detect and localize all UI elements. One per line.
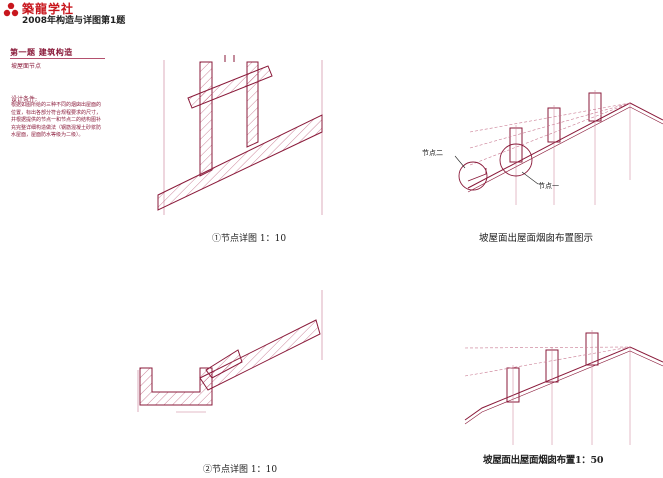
design-conditions-label: 设计条件: [11,96,38,103]
node-1-label: 节点一 [538,182,559,190]
detail-1-caption: ①节点详图 1：10 [212,234,287,244]
section-subtitle: 坡屋面节点 [11,63,42,70]
chimney-layout-drawing [454,90,663,205]
design-conditions-text: 根据如图所给的三种不同的烟囱出屋面的位置，标出各部分符合规程要求的尺寸，并根据提… [11,102,102,139]
layout-caption: 坡屋面出屋面烟囱布置图示 [479,233,594,244]
logo-icon [3,2,19,18]
detail-1-drawing [157,55,323,215]
chimney-section-drawing [464,330,663,445]
section-caption: 坡屋面出屋面烟囱布置1：50 [483,455,604,466]
node-2-label: 节点二 [422,149,443,157]
section-title: 第一题 建筑构造 [10,47,73,57]
detail-2-drawing [137,290,323,413]
detail-2-caption: ②节点详图 1：10 [203,465,278,475]
brand-name: 築龍学社 [22,2,75,16]
exam-title: 2008年构造与详图第1题 [22,16,126,26]
section-divider [10,58,105,59]
